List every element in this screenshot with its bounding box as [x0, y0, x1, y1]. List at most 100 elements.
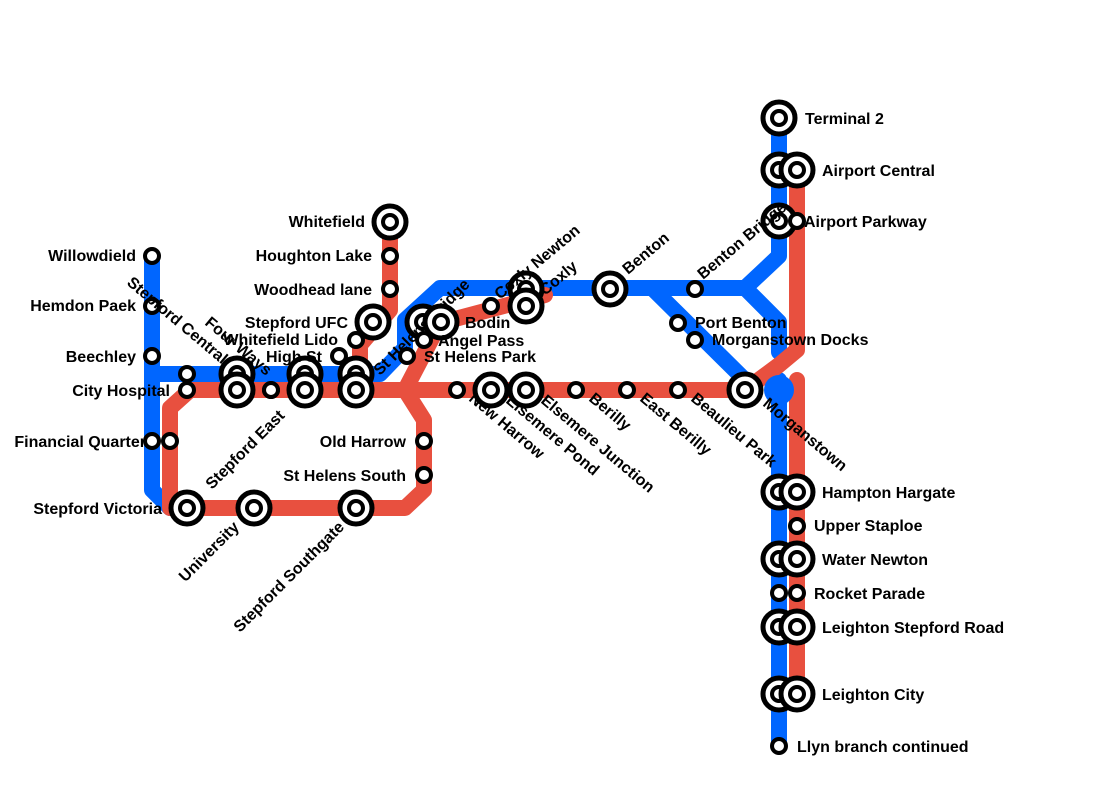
station-marker[interactable]: [618, 381, 636, 399]
station-whitefield-lido[interactable]: Whitefield Lido: [223, 331, 365, 349]
interchange-marker[interactable]: [778, 151, 816, 189]
station-marker[interactable]: [567, 381, 585, 399]
station-st-helens-south[interactable]: St Helens South: [283, 466, 433, 485]
station-label: Terminal 2: [805, 111, 884, 128]
interchange-marker[interactable]: [726, 371, 764, 409]
lines-layer: [144, 110, 805, 754]
station-label: Stepford UFC: [245, 315, 349, 332]
station-marker[interactable]: [770, 584, 788, 602]
station-label: Leighton City: [822, 687, 924, 704]
station-label: High St: [266, 349, 323, 366]
interchange-marker[interactable]: [760, 99, 798, 137]
station-label: Rocket Parade: [814, 586, 925, 603]
station-label: Llyn branch continued: [797, 739, 969, 756]
station-marker[interactable]: [143, 247, 161, 265]
interchange-marker[interactable]: [371, 203, 409, 241]
interchange-marker[interactable]: [472, 371, 510, 409]
interchange-marker[interactable]: [507, 371, 545, 409]
station-airport-central[interactable]: Airport Central: [760, 151, 935, 189]
interchange-marker[interactable]: [337, 371, 375, 409]
station-terminal-2[interactable]: Terminal 2: [760, 99, 884, 137]
interchange-marker[interactable]: [218, 371, 256, 409]
station-hemdon-paek[interactable]: Hemdon Paek: [30, 297, 161, 315]
station-woodhead-lane[interactable]: Woodhead lane: [254, 280, 399, 299]
station-upper-staploe[interactable]: Upper Staploe: [788, 517, 923, 535]
station-marker[interactable]: [143, 432, 161, 450]
station-marker[interactable]: [330, 347, 348, 365]
interchange-marker[interactable]: [778, 675, 816, 713]
station-marker[interactable]: [143, 347, 161, 365]
blue-line-segment: [737, 280, 787, 360]
station-marker[interactable]: [686, 331, 704, 349]
station-angel-pass[interactable]: Angel Pass: [415, 331, 524, 350]
interchange-marker[interactable]: [778, 540, 816, 578]
station-label: Port Benton: [695, 315, 787, 332]
station-high-st[interactable]: High St: [266, 347, 348, 409]
red-line-segment: [182, 382, 432, 516]
station-leighton-city[interactable]: Leighton City: [760, 675, 924, 713]
station-label: St Helens South: [283, 468, 406, 485]
station-stepford-victoria[interactable]: Stepford Victoria: [33, 489, 206, 527]
interchange-marker[interactable]: [760, 202, 798, 240]
station-willowdield[interactable]: Willowdield: [48, 247, 161, 265]
station-whitefield[interactable]: Whitefield: [289, 203, 409, 241]
station-leighton-stepford-road[interactable]: Leighton Stepford Road: [760, 608, 1004, 646]
station-label: Stepford Southgate: [231, 519, 348, 636]
station-marker[interactable]: [178, 365, 196, 383]
station-marker[interactable]: [381, 247, 399, 265]
station-bodin[interactable]: Bodin: [422, 303, 510, 341]
station-marker[interactable]: [381, 280, 399, 298]
station-marker[interactable]: [448, 381, 466, 399]
station-label: Angel Pass: [438, 333, 524, 350]
station-label: Water Newton: [822, 552, 928, 569]
station-port-benton[interactable]: Port Benton: [669, 314, 787, 332]
station-marker[interactable]: [161, 432, 179, 450]
station-marker[interactable]: [262, 381, 280, 399]
station-beechley[interactable]: Beechley: [66, 347, 161, 366]
interchange-marker[interactable]: [168, 489, 206, 527]
station-label: Beechley: [66, 349, 136, 366]
interchange-marker[interactable]: [422, 303, 460, 341]
station-old-harrow[interactable]: Old Harrow: [320, 432, 433, 451]
station-marker[interactable]: [669, 381, 687, 399]
station-marker[interactable]: [347, 331, 365, 349]
station-marker[interactable]: [788, 517, 806, 535]
station-hampton-hargate[interactable]: Hampton Hargate: [760, 473, 955, 511]
interchange-marker[interactable]: [507, 287, 545, 325]
station-airport-parkway[interactable]: Airport Parkway: [760, 202, 927, 240]
station-marker[interactable]: [415, 331, 433, 349]
interchange-marker[interactable]: [286, 371, 324, 409]
station-llyn-branch-continued[interactable]: Llyn branch continued: [770, 737, 969, 756]
station-marker[interactable]: [178, 381, 196, 399]
interchange-marker[interactable]: [337, 489, 375, 527]
station-city-hospital[interactable]: City Hospital: [72, 365, 196, 400]
station-st-helens-park[interactable]: St Helens Park: [398, 347, 536, 366]
station-marker[interactable]: [143, 297, 161, 315]
station-label: St Helens Park: [424, 349, 536, 366]
station-water-newton[interactable]: Water Newton: [760, 540, 928, 578]
interchange-marker[interactable]: [354, 303, 392, 341]
station-marker[interactable]: [482, 297, 500, 315]
station-label: Benton: [620, 230, 673, 278]
station-marker[interactable]: [788, 584, 806, 602]
station-marker[interactable]: [788, 212, 806, 230]
station-financial-quarter[interactable]: Financial Quarter: [14, 432, 179, 451]
station-rocket-parade[interactable]: Rocket Parade: [770, 584, 925, 603]
station-houghton-lake[interactable]: Houghton Lake: [256, 247, 399, 265]
station-label: City Hospital: [72, 383, 170, 400]
interchange-marker[interactable]: [778, 608, 816, 646]
interchange-marker[interactable]: [235, 489, 273, 527]
station-marker[interactable]: [415, 432, 433, 450]
station-label: Woodhead lane: [254, 282, 372, 299]
station-stepford-ufc[interactable]: Stepford UFC: [245, 303, 392, 341]
station-label: Hampton Hargate: [822, 485, 955, 502]
interchange-marker[interactable]: [591, 270, 629, 308]
station-marker[interactable]: [669, 314, 687, 332]
station-morganstown-docks[interactable]: Morganstown Docks: [686, 331, 869, 349]
station-marker[interactable]: [770, 737, 788, 755]
station-marker[interactable]: [686, 280, 704, 298]
station-marker[interactable]: [398, 347, 416, 365]
interchange-marker[interactable]: [778, 473, 816, 511]
station-marker[interactable]: [415, 466, 433, 484]
